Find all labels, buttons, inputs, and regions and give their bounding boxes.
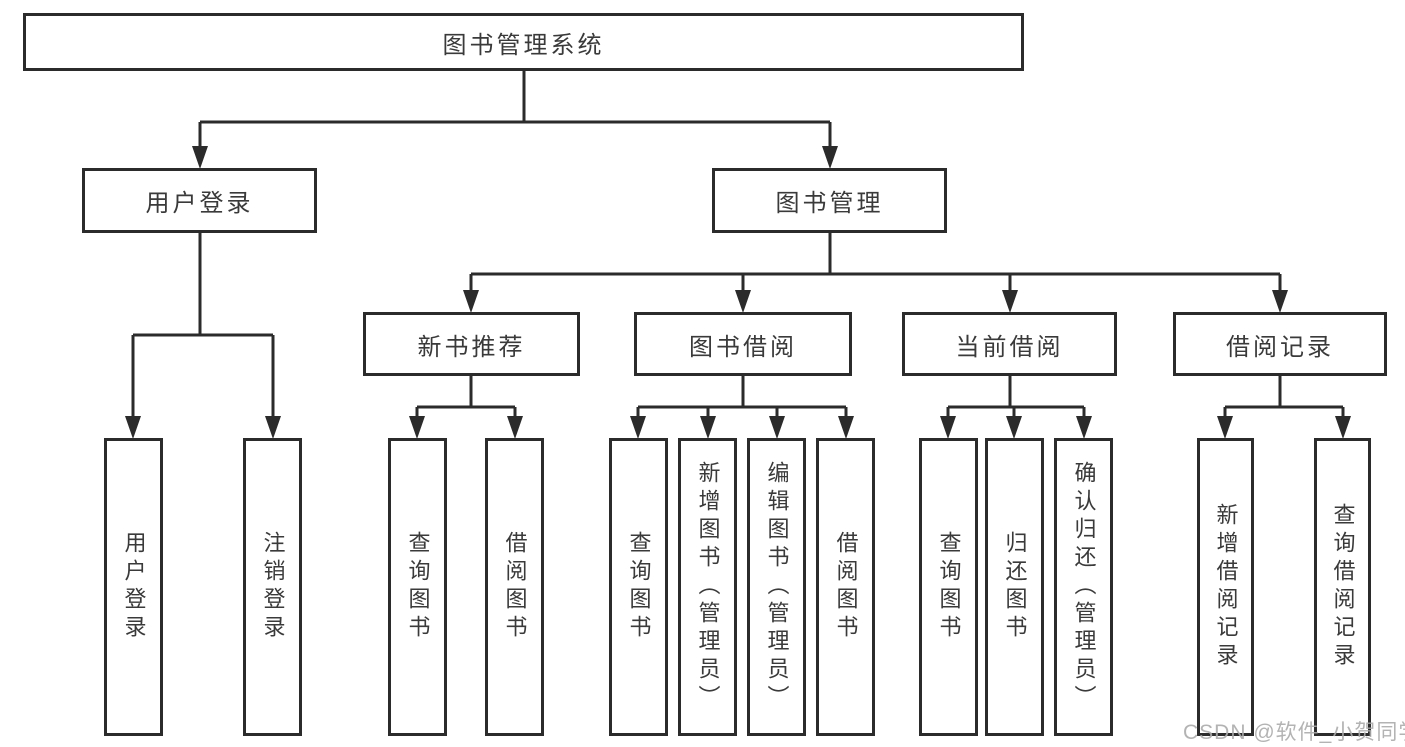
node-borrowing-records: 借阅记录 <box>1173 312 1387 376</box>
leaf-label: 查询图书 <box>936 531 962 643</box>
leaf-label: 新增图书（管理员） <box>695 461 721 713</box>
leaf-add-books-admin: 新增图书（管理员） <box>678 438 737 736</box>
csdn-watermark: CSDN @软件_小贺同学 <box>1183 721 1405 744</box>
node-label: 图书管理系统 <box>442 31 605 59</box>
node-label: 新书推荐 <box>417 333 526 361</box>
leaf-add-borrow-record: 新增借阅记录 <box>1197 438 1254 736</box>
leaf-edit-books-admin: 编辑图书（管理员） <box>747 438 806 736</box>
leaf-label: 借阅图书 <box>502 531 528 643</box>
leaf-label: 查询图书 <box>405 531 431 643</box>
node-user-login: 用户登录 <box>82 168 317 233</box>
leaf-confirm-return-admin: 确认归还（管理员） <box>1054 438 1113 736</box>
node-book-management: 图书管理 <box>712 168 947 233</box>
leaf-borrow-books: 借阅图书 <box>816 438 875 736</box>
node-library-management-system: 图书管理系统 <box>23 13 1024 71</box>
leaf-query-books: 查询图书 <box>388 438 447 736</box>
leaf-label: 注销登录 <box>260 531 286 643</box>
node-book-borrowing: 图书借阅 <box>634 312 852 376</box>
node-label: 图书借阅 <box>689 333 797 361</box>
leaf-label: 确认归还（管理员） <box>1071 461 1097 713</box>
leaf-label: 用户登录 <box>121 531 147 643</box>
leaf-query-borrow-record: 查询借阅记录 <box>1314 438 1371 736</box>
leaf-user-login: 用户登录 <box>104 438 163 736</box>
node-label: 借阅记录 <box>1226 333 1334 361</box>
node-new-book-recommendation: 新书推荐 <box>363 312 580 376</box>
leaf-query-books: 查询图书 <box>919 438 978 736</box>
node-label: 当前借阅 <box>955 333 1064 361</box>
leaf-logout: 注销登录 <box>243 438 302 736</box>
leaf-query-books: 查询图书 <box>609 438 668 736</box>
leaf-label: 借阅图书 <box>833 531 859 643</box>
node-label: 图书管理 <box>775 190 884 217</box>
leaf-borrow-books: 借阅图书 <box>485 438 544 736</box>
leaf-label: 查询图书 <box>626 531 652 643</box>
leaf-return-books: 归还图书 <box>985 438 1044 736</box>
leaf-label: 归还图书 <box>1002 531 1028 643</box>
leaf-label: 查询借阅记录 <box>1330 503 1356 671</box>
node-label: 用户登录 <box>145 190 254 217</box>
node-current-borrowing: 当前借阅 <box>902 312 1117 376</box>
leaf-label: 新增借阅记录 <box>1213 503 1239 671</box>
leaf-label: 编辑图书（管理员） <box>764 461 790 713</box>
